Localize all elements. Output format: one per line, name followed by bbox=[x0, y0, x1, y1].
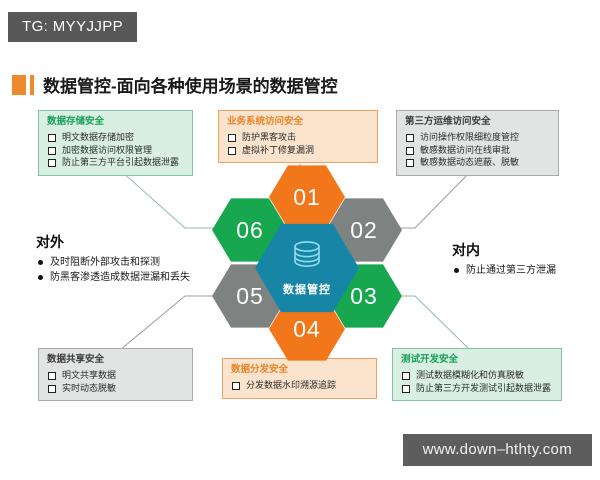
info-box-data-sharing-security[interactable]: 数据共享安全 明文共享数据 实时动态脱敏 bbox=[38, 348, 193, 401]
list-item: 敏感数据动态遮蔽、脱敏 bbox=[405, 156, 550, 169]
info-box-title: 业务系统访问安全 bbox=[227, 116, 304, 127]
list-item-label: 访问操作权限细粒度管控 bbox=[420, 132, 520, 142]
list-item: 虚拟补丁修复漏洞 bbox=[227, 144, 369, 157]
info-box-list: 分发数据水印溯源追踪 bbox=[231, 379, 368, 392]
list-item: 加密数据访问权限管理 bbox=[47, 144, 184, 157]
list-item: 访问操作权限细粒度管控 bbox=[405, 131, 550, 144]
list-item: 分发数据水印溯源追踪 bbox=[231, 379, 368, 392]
list-item-label: 明文数据存储加密 bbox=[62, 132, 135, 142]
list-item: 测试数据模糊化和仿真脱敏 bbox=[401, 369, 553, 382]
bullet-dot-icon bbox=[38, 275, 43, 280]
list-item: 防黑客渗透造成数据泄漏和丢失 bbox=[36, 270, 190, 285]
list-item-label: 及时阻断外部攻击和探测 bbox=[50, 257, 160, 268]
bullet-dot-icon bbox=[454, 268, 459, 273]
list-item: 防止第三方开发测试引起数据泄露 bbox=[401, 382, 553, 395]
info-box-title: 数据存储安全 bbox=[47, 116, 105, 127]
checkbox-square-icon bbox=[406, 134, 414, 142]
info-box-title: 测试开发安全 bbox=[401, 354, 459, 365]
title-accent-block bbox=[12, 74, 26, 95]
hexagon-number: 05 bbox=[236, 282, 264, 309]
note-external: 对外 及时阻断外部攻击和探测 防黑客渗透造成数据泄漏和丢失 bbox=[36, 232, 190, 285]
hexagon-number: 04 bbox=[293, 315, 321, 342]
list-item: 防止第三方平台引起数据泄露 bbox=[47, 156, 184, 169]
checkbox-square-icon bbox=[48, 146, 56, 155]
hexagon-number: 01 bbox=[293, 183, 321, 210]
list-item: 防护黑客攻击 bbox=[227, 131, 369, 144]
checkbox-square-icon bbox=[228, 146, 236, 155]
note-title: 对外 bbox=[36, 234, 64, 250]
note-internal: 对内 防止通过第三方泄漏 bbox=[452, 240, 556, 278]
info-box-list: 防护黑客攻击 虚拟补丁修复漏洞 bbox=[227, 131, 369, 156]
list-item-label: 分发数据水印溯源追踪 bbox=[246, 380, 337, 390]
checkbox-square-icon bbox=[48, 384, 56, 393]
list-item-label: 防黑客渗透造成数据泄漏和丢失 bbox=[50, 272, 190, 283]
list-item-label: 敏感数据访问在线审批 bbox=[420, 144, 511, 155]
info-box-list: 明文数据存储加密 加密数据访问权限管理 防止第三方平台引起数据泄露 bbox=[47, 131, 184, 169]
page-title: 数据管控-面向各种使用场景的数据管控 bbox=[12, 72, 338, 97]
bullet-dot-icon bbox=[38, 260, 43, 265]
list-item-label: 防止第三方开发测试引起数据泄露 bbox=[416, 382, 552, 393]
hexagon-number: 06 bbox=[236, 216, 264, 243]
info-box-test-development-security[interactable]: 测试开发安全 测试数据模糊化和仿真脱敏 防止第三方开发测试引起数据泄露 bbox=[392, 348, 562, 401]
info-box-data-distribution-security[interactable]: 数据分发安全 分发数据水印溯源追踪 bbox=[222, 358, 377, 399]
watermark: www.down–hthty.com bbox=[402, 434, 592, 466]
hexagon-number: 02 bbox=[350, 216, 378, 243]
note-list: 防止通过第三方泄漏 bbox=[452, 263, 556, 278]
info-box-third-party-ops-access-security[interactable]: 第三方运维访问安全 访问操作权限细粒度管控 敏感数据访问在线审批 敏感数据动态遮… bbox=[396, 110, 559, 176]
checkbox-square-icon bbox=[48, 372, 56, 380]
list-item-label: 虚拟补丁修复漏洞 bbox=[242, 144, 315, 155]
tg-tag: TG: MYYJJPP bbox=[8, 12, 138, 42]
list-item: 及时阻断外部攻击和探测 bbox=[36, 255, 190, 270]
checkbox-square-icon bbox=[406, 159, 414, 167]
checkbox-square-icon bbox=[228, 134, 236, 142]
checkbox-square-icon bbox=[232, 382, 240, 390]
list-item-label: 测试数据模糊化和仿真脱敏 bbox=[416, 370, 525, 380]
page-title-text: 数据管控-面向各种使用场景的数据管控 bbox=[43, 77, 338, 96]
info-box-list: 测试数据模糊化和仿真脱敏 防止第三方开发测试引起数据泄露 bbox=[401, 369, 553, 394]
note-list: 及时阻断外部攻击和探测 防黑客渗透造成数据泄漏和丢失 bbox=[36, 255, 190, 285]
list-item-label: 加密数据访问权限管理 bbox=[62, 144, 153, 155]
list-item-label: 防护黑客攻击 bbox=[242, 132, 297, 142]
info-box-title: 数据共享安全 bbox=[47, 354, 105, 365]
info-box-list: 明文共享数据 实时动态脱敏 bbox=[47, 369, 184, 394]
hexagon-center-label: 数据管控 bbox=[283, 284, 331, 296]
info-box-list: 访问操作权限细粒度管控 敏感数据访问在线审批 敏感数据动态遮蔽、脱敏 bbox=[405, 131, 550, 169]
list-item-label: 实时动态脱敏 bbox=[62, 382, 117, 393]
list-item-label: 敏感数据动态遮蔽、脱敏 bbox=[420, 157, 520, 167]
list-item-label: 防止第三方平台引起数据泄露 bbox=[62, 157, 180, 167]
note-title: 对内 bbox=[452, 242, 480, 258]
checkbox-square-icon bbox=[48, 134, 56, 142]
info-box-data-storage-security[interactable]: 数据存储安全 明文数据存储加密 加密数据访问权限管理 防止第三方平台引起数据泄露 bbox=[38, 110, 193, 176]
hexagon-center-data-governance[interactable]: 数据管控 bbox=[255, 223, 359, 313]
database-icon bbox=[290, 239, 324, 276]
title-accent-stripe bbox=[30, 74, 34, 95]
list-item: 敏感数据访问在线审批 bbox=[405, 144, 550, 157]
list-item: 明文共享数据 bbox=[47, 369, 184, 382]
info-box-title: 数据分发安全 bbox=[231, 364, 289, 375]
checkbox-square-icon bbox=[406, 146, 414, 155]
checkbox-square-icon bbox=[402, 372, 410, 380]
list-item-label: 明文共享数据 bbox=[62, 370, 117, 380]
hexagon-number: 03 bbox=[350, 282, 378, 309]
checkbox-square-icon bbox=[402, 384, 410, 393]
list-item: 实时动态脱敏 bbox=[47, 382, 184, 395]
info-box-title: 第三方运维访问安全 bbox=[405, 116, 491, 127]
list-item: 明文数据存储加密 bbox=[47, 131, 184, 144]
list-item: 防止通过第三方泄漏 bbox=[452, 263, 556, 278]
checkbox-square-icon bbox=[48, 159, 56, 167]
list-item-label: 防止通过第三方泄漏 bbox=[466, 265, 556, 276]
info-box-business-system-access-security[interactable]: 业务系统访问安全 防护黑客攻击 虚拟补丁修复漏洞 bbox=[218, 110, 378, 163]
